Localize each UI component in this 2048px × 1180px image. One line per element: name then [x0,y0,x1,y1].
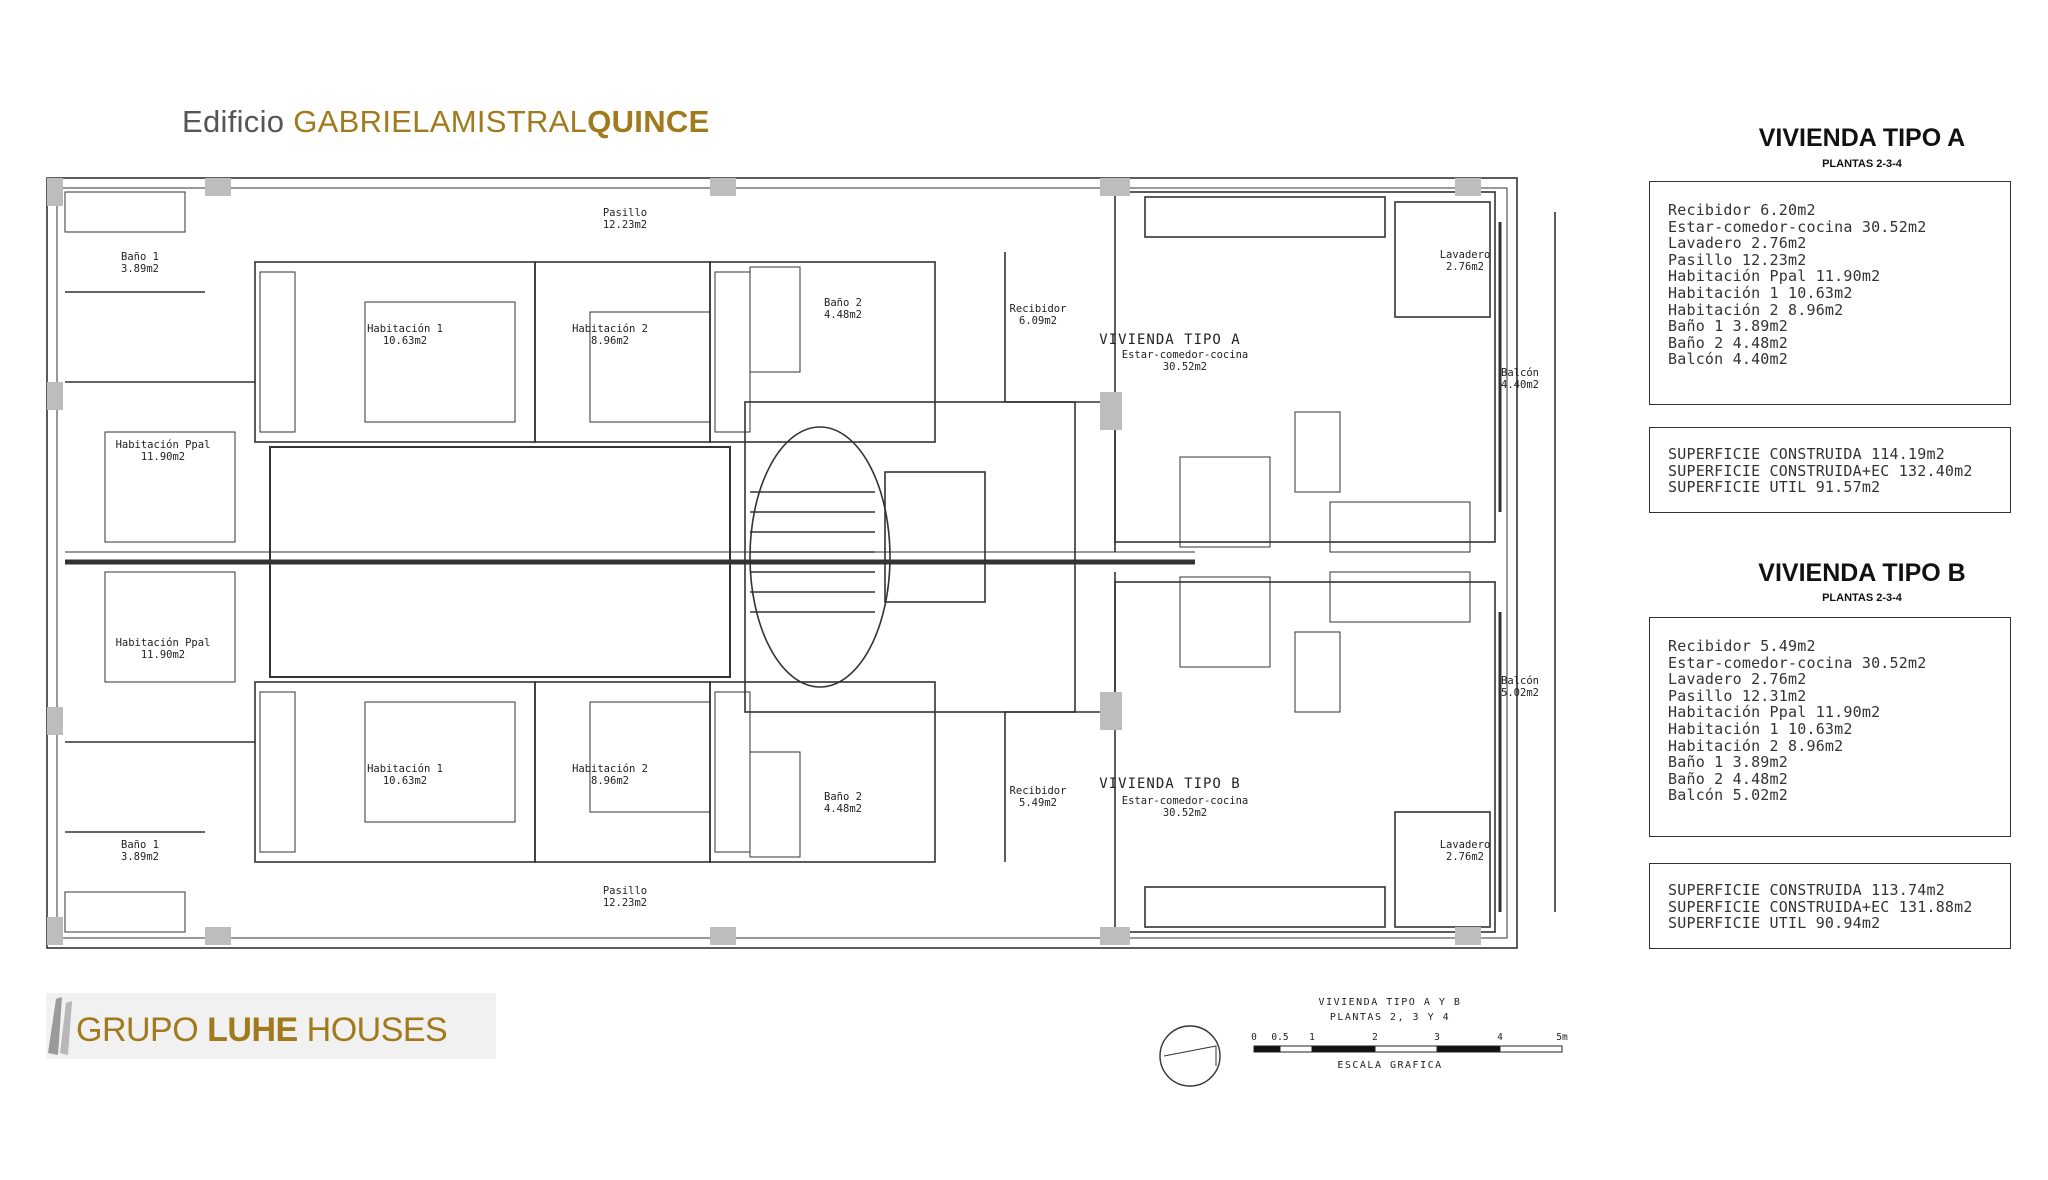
logo-part3: HOUSES [297,1011,448,1049]
tipo-a-room-line: Recibidor 6.20m2 [1668,201,1816,219]
room-bano1-a-area: 3.89m2 [121,263,159,275]
scale-tick-label: 3 [1434,1032,1440,1043]
tipo-a-room-line: Baño 2 4.48m2 [1668,333,1788,352]
room-balcon-a-area: 4.40m2 [1501,379,1539,391]
room-bano1-b-name: Baño 1 [121,839,159,851]
scale-tick-label: 4 [1497,1032,1503,1043]
room-pasillo-b-area: 12.23m2 [603,897,647,909]
tipo-a-surface-line: SUPERFICIE UTIL 91.57m2 [1668,478,1881,497]
tipo-b-room-line: Balcón 5.02m2 [1668,786,1788,805]
logo-part1: GRUPO [76,1011,208,1049]
room-hab1-a-name: Habitación 1 [367,323,443,335]
room-pasillo-b-name: Pasillo [603,885,647,897]
room-hab1-a-area: 10.63m2 [383,335,427,347]
room-recibidor-b-area: 5.49m2 [1019,797,1057,809]
building-title: Edificio GABRIELAMISTRALQUINCE [182,104,710,140]
tipo-b-rooms-box: Recibidor 5.49m2 Estar-comedor-cocina 30… [1649,617,2011,837]
building-title-bold: QUINCE [587,104,710,139]
room-bano1-b-area: 3.89m2 [121,851,159,863]
room-hab2-b-area: 8.96m2 [591,775,629,787]
scale-tick-label: 0 [1251,1032,1257,1043]
tipo-b-surface-line: SUPERFICIE CONSTRUIDA+EC 131.88m2 [1668,897,1973,916]
plan-label-tipo-b: VIVIENDA TIPO B [1099,776,1240,792]
tipo-b-room-line: Habitación Ppal 11.90m2 [1668,703,1881,722]
tipo-a-subtitle: PLANTAS 2-3-4 [1822,158,1902,170]
room-hab2-a-name: Habitación 2 [572,323,648,335]
tipo-a-room-line: Habitación 1 10.63m2 [1668,283,1853,302]
room-hab1-b-area: 10.63m2 [383,775,427,787]
tipo-a-room-line: Lavadero 2.76m2 [1668,234,1807,253]
logo-text: GRUPO LUHE HOUSES [76,1011,448,1050]
room-bano1-a-name: Baño 1 [121,251,159,263]
room-pasillo-a-name: Pasillo [603,207,647,219]
room-estar-b-name: Estar-comedor-cocina [1122,795,1248,807]
room-habppal-a-area: 11.90m2 [141,451,185,463]
tipo-a-surfaces-box: SUPERFICIE CONSTRUIDA 114.19m2 SUPERFICI… [1649,427,2011,513]
tipo-b-surface-line: SUPERFICIE CONSTRUIDA 113.74m2 [1668,881,1945,899]
plan-label-tipo-a: VIVIENDA TIPO A [1099,332,1240,348]
room-balcon-b-area: 5.02m2 [1501,687,1539,699]
logo-part2: LUHE [207,1011,298,1049]
room-lavadero-b-area: 2.76m2 [1446,851,1484,863]
tipo-b-room-line: Baño 1 3.89m2 [1668,753,1788,772]
scale-tick-label: 2 [1372,1032,1378,1043]
north-arrow-icon [1159,1025,1221,1087]
tipo-a-room-line: Balcón 4.40m2 [1668,350,1788,369]
tipo-a-rooms-box: Recibidor 6.20m2 Estar-comedor-cocina 30… [1649,181,2011,405]
tipo-a-title: VIVIENDA TIPO A [1758,124,1966,152]
tipo-b-room-line: Recibidor 5.49m2 [1668,637,1816,655]
scale-line2: PLANTAS 2, 3 Y 4 [1330,1012,1450,1023]
room-habppal-b-area: 11.90m2 [141,649,185,661]
scale-bar: VIVIENDA TIPO A Y B PLANTAS 2, 3 Y 4 0 0… [1159,997,1568,1087]
tipo-b-surfaces-box: SUPERFICIE CONSTRUIDA 113.74m2 SUPERFICI… [1649,863,2011,949]
room-pasillo-a-area: 12.23m2 [603,219,647,231]
tipo-a-room-line: Habitación Ppal 11.90m2 [1668,267,1881,286]
scale-tick-label: 1 [1309,1032,1315,1043]
room-estar-a-name: Estar-comedor-cocina [1122,349,1248,361]
room-habppal-b-name: Habitación Ppal [116,637,211,649]
room-hab1-b-name: Habitación 1 [367,763,443,775]
room-bano2-b-area: 4.48m2 [824,803,862,815]
room-recibidor-a-area: 6.09m2 [1019,315,1057,327]
room-balcon-b-name: Balcón [1501,675,1539,687]
room-bano2-a-name: Baño 2 [824,297,862,309]
tipo-b-room-line: Baño 2 4.48m2 [1668,769,1788,788]
tipo-a-surface-line: SUPERFICIE CONSTRUIDA 114.19m2 [1668,445,1945,463]
room-estar-b-area: 30.52m2 [1163,807,1207,819]
room-bano2-b-name: Baño 2 [824,791,862,803]
tipo-a-room-line: Baño 1 3.89m2 [1668,317,1788,336]
building-title-name: GABRIELAMISTRAL [293,104,588,139]
tipo-a-room-line: Habitación 2 8.96m2 [1668,300,1844,319]
tipo-b-surface-line: SUPERFICIE UTIL 90.94m2 [1668,914,1881,933]
room-hab2-b-name: Habitación 2 [572,763,648,775]
tipo-a-room-line: Pasillo 12.23m2 [1668,250,1807,269]
tipo-a-room-line: Estar-comedor-cocina 30.52m2 [1668,217,1927,236]
tipo-b-room-line: Habitación 1 10.63m2 [1668,719,1853,738]
tipo-a-surface-line: SUPERFICIE CONSTRUIDA+EC 132.40m2 [1668,461,1973,480]
scale-tick-label: 5m [1556,1032,1568,1043]
room-estar-a-area: 30.52m2 [1163,361,1207,373]
room-balcon-a-name: Balcón [1501,367,1539,379]
building-title-prefix: Edificio [182,104,285,139]
room-recibidor-a-name: Recibidor [1010,303,1067,315]
room-lavadero-a-area: 2.76m2 [1446,261,1484,273]
tipo-b-room-line: Lavadero 2.76m2 [1668,670,1807,689]
scale-caption: ESCALA GRAFICA [1337,1060,1442,1071]
scale-tick-label: 0.5 [1271,1032,1288,1043]
room-habppal-a-name: Habitación Ppal [116,439,211,451]
company-logo: GRUPO LUHE HOUSES [46,993,496,1059]
tipo-b-room-line: Habitación 2 8.96m2 [1668,736,1844,755]
scale-line1: VIVIENDA TIPO A Y B [1319,997,1462,1008]
room-bano2-a-area: 4.48m2 [824,309,862,321]
tipo-b-title: VIVIENDA TIPO B [1758,559,1966,587]
room-lavadero-a-name: Lavadero [1440,249,1491,261]
room-recibidor-b-name: Recibidor [1010,785,1067,797]
room-hab2-a-area: 8.96m2 [591,335,629,347]
tipo-b-room-line: Pasillo 12.31m2 [1668,686,1807,705]
floor-plan: Pasillo 12.23m2 Baño 1 3.89m2 Habitación… [46,177,1556,949]
tipo-b-subtitle: PLANTAS 2-3-4 [1822,592,1902,604]
building-logo-icon [48,997,72,1055]
tipo-b-room-line: Estar-comedor-cocina 30.52m2 [1668,653,1927,672]
room-lavadero-b-name: Lavadero [1440,839,1491,851]
